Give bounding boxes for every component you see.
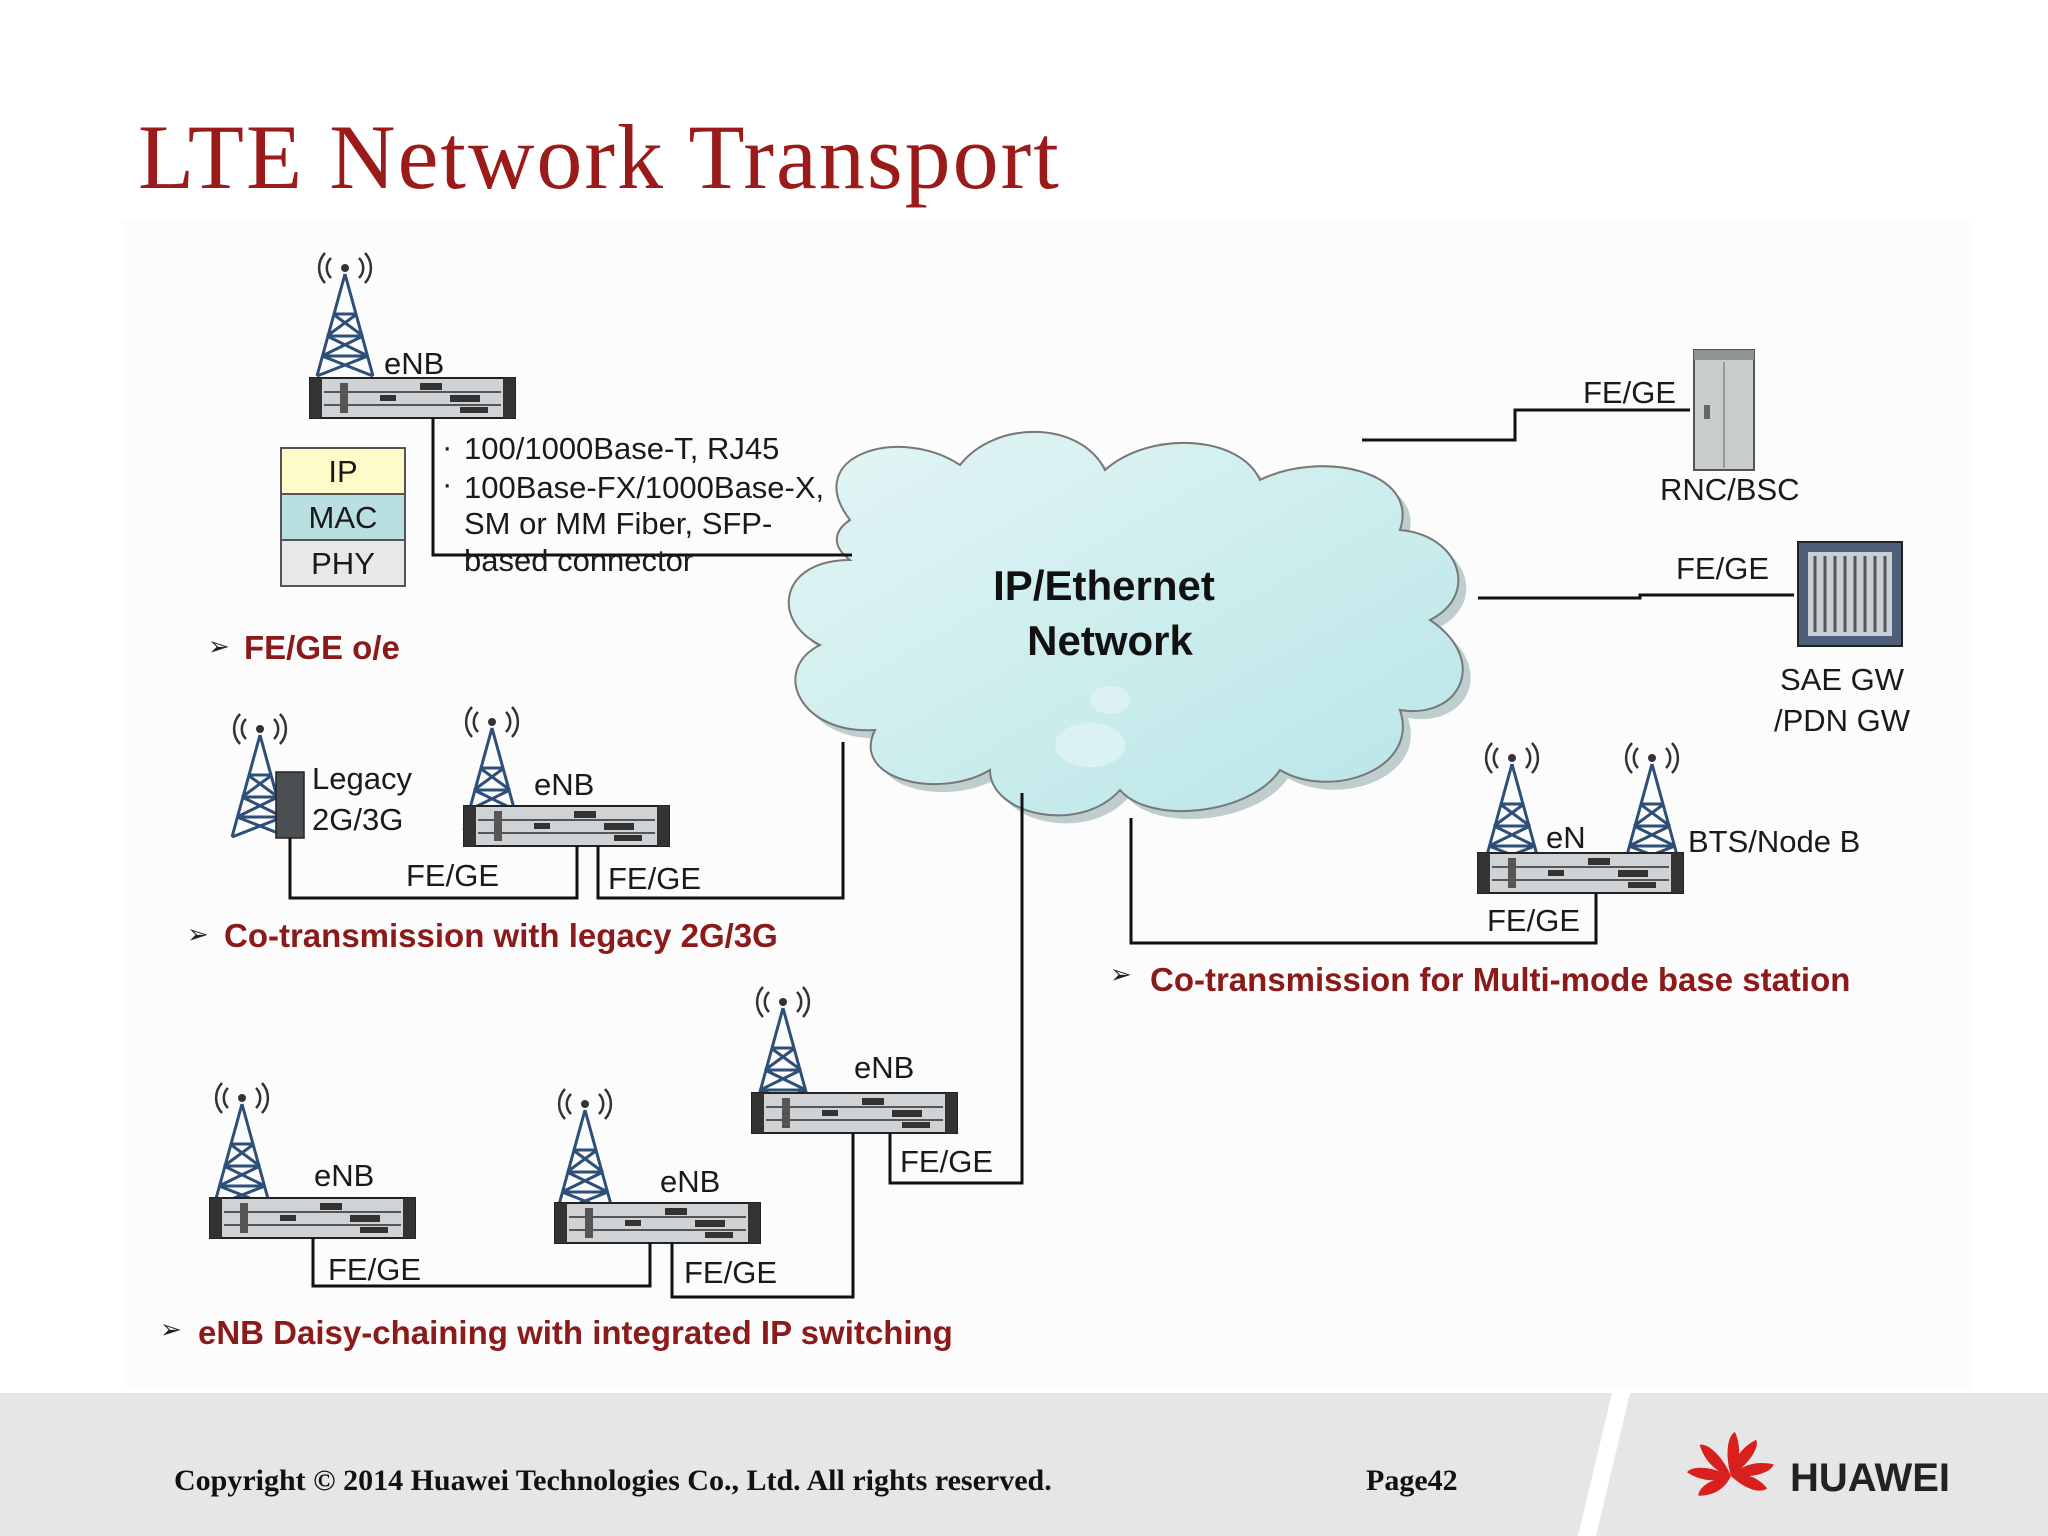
enb-bbu-icon xyxy=(309,377,516,419)
huawei-logo-icon xyxy=(1686,1432,1774,1496)
fege-chain-left-label: FE/GE xyxy=(328,1252,421,1287)
enb-chain-left-label: eNB xyxy=(314,1158,374,1193)
enb-bbu-icon xyxy=(751,1092,958,1134)
page-title: LTE Network Transport xyxy=(138,106,1061,208)
section-daisy-chain: eNB Daisy-chaining with integrated IP sw… xyxy=(198,1314,953,1351)
stack-phy-label: PHY xyxy=(311,546,375,581)
bts-label: BTS/Node B xyxy=(1688,824,1860,859)
link-enb-top-cloud xyxy=(431,418,852,557)
gateway-chassis-icon xyxy=(1797,541,1903,647)
interface-line1: 100/1000Base-T, RJ45 xyxy=(464,431,779,466)
fege-multimode-label: FE/GE xyxy=(1487,903,1580,938)
enb-mid-label: eNB xyxy=(534,767,594,802)
legacy-label-1: Legacy xyxy=(312,761,412,796)
link-chain-left-mid xyxy=(311,1238,652,1288)
stack-ip-layer xyxy=(280,447,406,495)
enb-bbu-icon xyxy=(463,805,670,847)
interface-line4: based connector xyxy=(464,543,693,578)
section-arrow-icon: ➢ xyxy=(208,632,230,662)
ip-ethernet-cloud xyxy=(787,430,1471,824)
enb-bbu-icon xyxy=(554,1202,761,1244)
rnc-cabinet-icon xyxy=(1693,349,1755,471)
stack-mac-label: MAC xyxy=(309,500,378,535)
brand-name: HUAWEI xyxy=(1790,1456,1950,1500)
stack-phy-layer xyxy=(280,539,406,587)
stack-mac-layer xyxy=(280,493,406,541)
bullet-dot: · xyxy=(442,429,452,464)
link-cloud-multimode xyxy=(1129,818,1598,945)
link-cloud-chain-top xyxy=(888,793,1024,1185)
sae-label-2: /PDN GW xyxy=(1774,703,1911,738)
section-arrow-icon: ➢ xyxy=(160,1315,182,1345)
section-arrow-icon: ➢ xyxy=(1110,960,1132,990)
rnc-label: RNC/BSC xyxy=(1660,472,1800,507)
link-legacy-enb xyxy=(288,838,579,900)
section-co-trans-legacy: Co-transmission with legacy 2G/3G xyxy=(224,917,778,954)
link-cloud-rnc xyxy=(1362,408,1690,442)
footer-divider xyxy=(1578,1393,1630,1536)
fege-mid-label: FE/GE xyxy=(608,861,701,896)
section-co-trans-multimode: Co-transmission for Multi-mode base stat… xyxy=(1150,961,1850,998)
stack-ip-label: IP xyxy=(328,454,357,489)
page-number: Page42 xyxy=(1366,1464,1458,1497)
cloud-label-line1: IP/Ethernet xyxy=(993,562,1215,609)
interface-line2: 100Base-FX/1000Base-X, xyxy=(464,470,824,505)
link-enb-mid-cloud xyxy=(596,742,845,900)
enb-bbu-icon xyxy=(1477,852,1684,894)
fege-chain-mid-label: FE/GE xyxy=(684,1255,777,1290)
link-chain-mid-top xyxy=(670,1133,855,1299)
enb-bbu-icon xyxy=(209,1197,416,1239)
section-arrow-icon: ➢ xyxy=(187,920,209,950)
sae-label-1: SAE GW xyxy=(1780,662,1905,697)
fege-rnc-label: FE/GE xyxy=(1583,375,1676,410)
footer-band xyxy=(0,1393,2048,1536)
fege-chain-top-label: FE/GE xyxy=(900,1144,993,1179)
legacy-bts-cabinet-icon xyxy=(275,771,305,839)
enb-chain-top-label: eNB xyxy=(854,1050,914,1085)
legacy-label-2: 2G/3G xyxy=(312,802,403,837)
cloud-label-line2: Network xyxy=(1027,617,1193,664)
protocol-stack: IP MAC PHY xyxy=(280,447,406,587)
bullet-dot: · xyxy=(442,466,452,501)
link-cloud-sae xyxy=(1478,593,1794,600)
enb-top-label: eNB xyxy=(384,346,444,381)
interface-line3: SM or MM Fiber, SFP- xyxy=(464,506,772,541)
enb-chain-mid-label: eNB xyxy=(660,1164,720,1199)
en-label: eN xyxy=(1546,820,1586,855)
fege-sae-label: FE/GE xyxy=(1676,551,1769,586)
section-fege-oe: FE/GE o/e xyxy=(244,629,400,666)
fege-legacy-label: FE/GE xyxy=(406,858,499,893)
copyright-text: Copyright © 2014 Huawei Technologies Co.… xyxy=(174,1464,1052,1497)
